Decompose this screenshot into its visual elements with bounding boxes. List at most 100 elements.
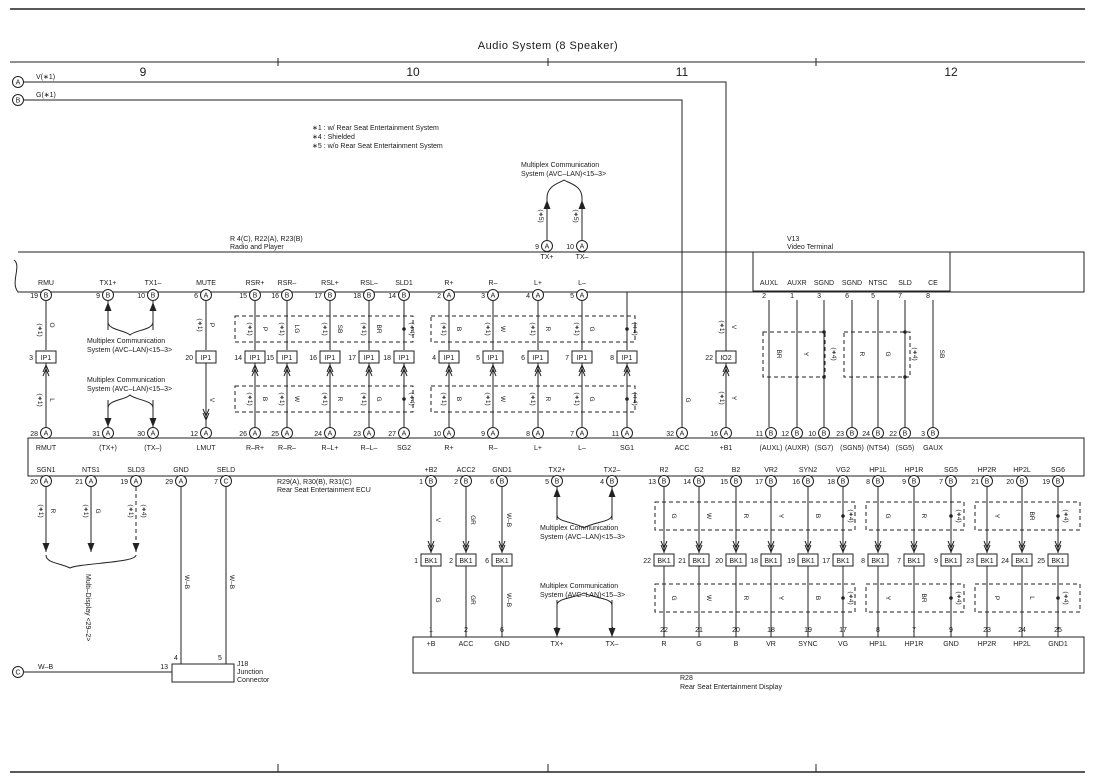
radio-pin-letter: A [204,293,209,300]
arrow-up-icon [489,363,497,373]
ecu-bottom-pin-name: HP1R [905,467,924,474]
shield-box [430,385,636,413]
bracket [546,179,583,199]
wire-color: W–B [505,593,512,607]
ecu-top-pin [147,427,159,439]
column-number: 9 [140,65,147,79]
radio-pin-name: TX1+ [100,280,117,287]
arrow-down-icon [874,544,882,554]
ecu-bottom-pin-letter: A [179,479,184,486]
wire-color: W–B [183,575,190,589]
display-pin-name: G [696,641,701,648]
note-5: ∗5 : w/o Rear Seat Entertainment System [312,143,443,150]
ip1-splice-box [571,350,593,364]
arrow-down-icon [910,540,918,550]
shield-box [654,501,856,531]
ecu-top-pin-letter: B [822,431,827,438]
display-pin-name: ACC [459,641,474,648]
splice-dot [1056,514,1060,518]
bracket [107,321,154,336]
note-4: ∗4 : Shielded [312,134,355,141]
video-pin-num: 3 [817,293,821,300]
bk1-splice-label: BK1 [1015,558,1028,565]
ip1-splice-label: IP1 [622,355,633,362]
radio-pin-letter: B [253,293,258,300]
ecu-bottom-pin-num: 2 [454,479,458,486]
radio-top-pin-num: 9 [535,244,539,251]
bk1-splice-label: BK1 [801,558,814,565]
ip1-splice-box [276,350,298,364]
wire-color: B [455,327,462,331]
ecu-top-pin [443,427,455,439]
marker-s1: (∗1) [529,322,536,335]
radio-pin-letter: B [106,293,111,300]
wire-color: G [670,513,677,518]
arrow-down-icon [104,418,112,427]
wire-color: SB [336,325,343,334]
ecu-bottom-pin-num: 20 [30,479,38,486]
arrow-down-icon [983,544,991,554]
video-pin-name: SGND [842,280,862,287]
arrow-up-icon [251,367,259,377]
ip1-splice-pin: 6 [521,355,525,362]
ecu-top-pin-letter: B [850,431,855,438]
wire-color: BR [920,593,927,602]
display-pin-num: 21 [695,627,703,634]
bk1-splice-pin: 2 [449,558,453,565]
terminal-c-label: W–B [38,664,54,671]
ecu-bottom-pin [175,475,187,487]
ecu-bottom-pin-name: SGN1 [36,467,55,474]
bk1-splice-box [420,553,442,567]
radio-pin [363,289,375,301]
display-pin-name: HP1L [869,641,887,648]
radio-top-pin [576,240,588,252]
wire-color: G [588,396,595,401]
display-pin-num: 2 [464,627,468,634]
ecu-bottom-pin-name: G2 [694,467,703,474]
ecu-bottom-pin [872,475,884,487]
radio-pin [147,289,159,301]
arrow-down-icon [660,544,668,554]
ecu-top-pin-letter: A [536,431,541,438]
wire-color: B [814,514,821,518]
marker-s1: (∗1) [127,504,134,517]
radio-pin-name: RSR+ [246,280,265,287]
shield-box [865,583,965,613]
terminal-b [12,94,24,106]
radio-pin-letter: A [580,293,585,300]
wire-color: O [48,322,55,327]
multiplex-label: System (AVC–LAN)<15–3> [87,347,172,354]
arrow-up-icon [534,367,542,377]
bk1-splice-box [688,553,710,567]
ecu-bottom-pin-num: 13 [648,479,656,486]
wire-color: W [705,595,712,602]
ecu-bottom-pin-letter: B [876,479,881,486]
ip1-splice-box [358,350,380,364]
ecu-bottom-pin-name: TX2– [604,467,621,474]
radio-top-pin-letter: A [580,244,585,251]
arrow-down-icon [910,544,918,554]
marker-s1: (∗1) [360,392,367,405]
marker-s1: (∗1) [321,322,328,335]
wire-color: W [705,513,712,520]
radio-pin-num: 17 [314,293,322,300]
marker-s1: (∗1) [278,392,285,405]
arrow-up-icon [553,488,561,497]
shield-box [843,331,911,378]
wire-color: W–B [505,513,512,527]
ecu-bottom-pin-letter: B [662,479,667,486]
arrow-down-icon [874,540,882,550]
display-pin-num: 1 [429,627,433,634]
ecu-top-pin [363,427,375,439]
ecu-top-pin-name: L– [578,445,586,452]
wire-color: G [434,597,441,602]
video-pin-num: 5 [871,293,875,300]
splice-dot [625,327,629,331]
radio-pin-num: 16 [271,293,279,300]
ecu-top-pin [324,427,336,439]
wire-color: Y [730,396,737,401]
multiplex-label: System (AVC–LAN)<15–3> [87,386,172,393]
bk1-splice-label: BK1 [657,558,670,565]
ecu-bottom-pin-num: 20 [1006,479,1014,486]
